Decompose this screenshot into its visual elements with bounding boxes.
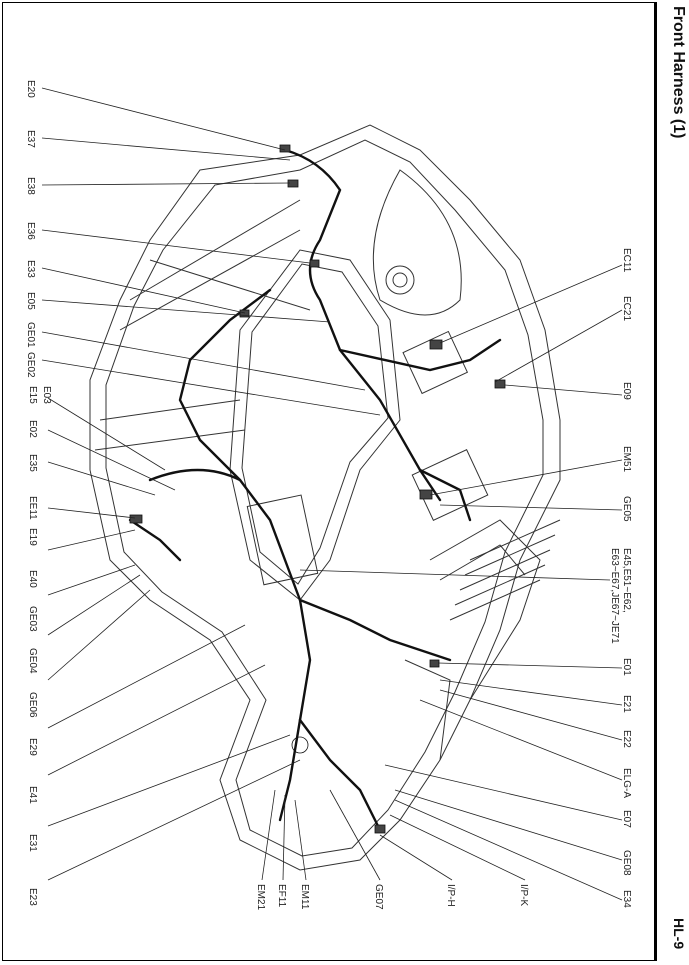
connector-e19 [129,514,143,524]
callout-label: GE01 [25,322,36,348]
callout-label: GE04 [27,648,38,674]
callout-label: E02 [27,420,38,438]
page-frame [2,2,655,961]
callout-label: EM51 [621,446,632,473]
callout-label: EF11 [276,884,287,908]
callout-label: E45,E51~E62, [621,548,632,613]
connector-e09 [494,379,506,389]
callout-label: EM11 [299,884,310,910]
callout-label: E22 [621,730,632,748]
callout-label: ELG-A [621,768,632,798]
callout-label: E09 [621,382,632,400]
leader-lines [41,87,623,901]
callout-label: E20 [25,80,36,98]
connector-ec11 [429,339,443,350]
callout-label: E33 [25,260,36,278]
title-bar-rule [655,2,657,961]
callout-label: E01 [621,658,632,676]
callout-label: E40 [27,570,38,588]
harness-bundle [128,148,502,832]
callout-label: EM21 [255,884,266,911]
callout-label: GE02 [25,352,36,378]
callout-label: E36 [25,222,36,240]
connector-e01 [429,659,440,668]
callout-label: GE05 [621,496,632,522]
callout-label: E03 [41,386,52,404]
connector-e38 [287,179,299,188]
callout-label: GE08 [621,850,632,876]
callout-label: E63~E67,JE67~JE71 [609,548,620,644]
callout-label: E19 [27,528,38,546]
connectors [129,144,506,834]
callout-label: EE11 [27,496,38,520]
connector-e33 [239,309,250,318]
callout-label: I/P-K [518,884,529,907]
callout-label: E23 [27,888,38,906]
callout-label: E37 [25,130,36,148]
callout-label: GE03 [27,606,38,632]
connector-e36 [309,259,320,268]
connector-ip-h [374,824,386,834]
callout-label: EC21 [621,296,632,321]
callout-label: E21 [621,695,632,713]
callout-label: E34 [621,890,632,908]
vehicle-body-drawing [89,124,561,871]
callout-labels: E20 E37 E38 E36 E33 E05 GE01 GE02 E03 E1… [25,80,632,911]
callout-label: GE07 [373,884,384,910]
grommet [291,736,309,754]
callout-label: E07 [621,810,632,828]
callout-label: E41 [27,786,38,804]
callout-label: E15 [27,386,38,404]
callout-label: E31 [27,834,38,852]
callout-label: E29 [27,738,38,756]
callout-label: EC11 [621,248,632,273]
callout-label: GE06 [27,692,38,718]
callout-label: E38 [25,177,36,195]
connector-em51 [419,489,433,500]
callout-label: I/P-H [445,884,456,907]
callout-label: E35 [27,454,38,472]
connector-e20 [279,144,291,153]
callout-label: E05 [25,292,36,310]
